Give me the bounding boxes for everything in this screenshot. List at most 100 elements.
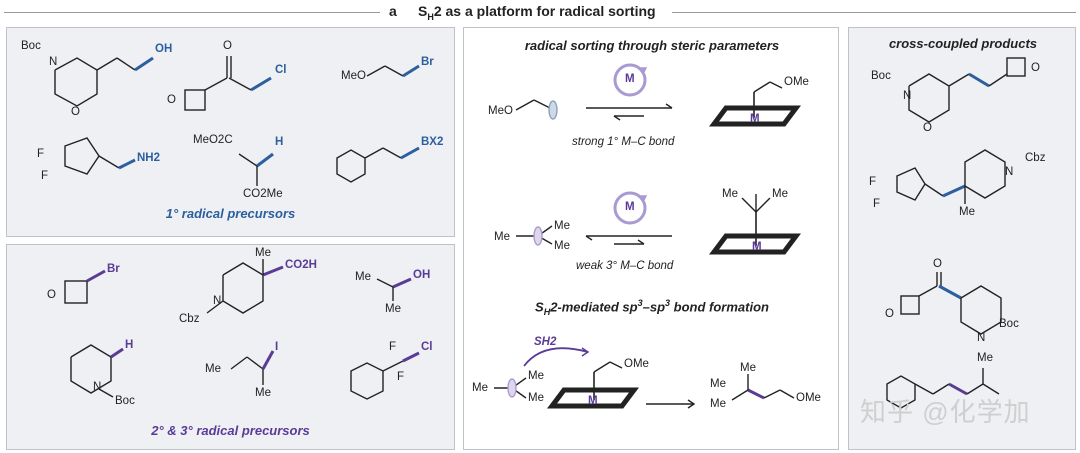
label-o-product-oxetane: O <box>1031 62 1040 74</box>
label-boc-product-1: Boc <box>871 70 891 82</box>
product-difluorocyclopentyl-piperidine <box>896 149 1006 204</box>
label-n-product-3: N <box>977 332 986 344</box>
label-me-butyl-1: Me <box>205 363 221 375</box>
row1-equilibrium-arrows <box>586 103 673 121</box>
primary-precursors-caption: 1° radical precursors <box>165 206 296 221</box>
header-rule-left <box>4 12 380 13</box>
label-meo: MeO <box>341 70 366 82</box>
row2-m-cycle <box>613 191 648 225</box>
label-cbz-product: Cbz <box>1025 152 1046 164</box>
phenethyl-boronate <box>336 146 420 183</box>
primary-precursors-structures <box>54 56 420 186</box>
label-me-tbu-1: Me <box>355 271 371 283</box>
row3-label-me5: Me <box>710 398 726 410</box>
row1-metal-complex <box>709 81 801 127</box>
label-nh2: NH2 <box>137 152 161 164</box>
row1-label-m-complex: M <box>750 113 760 125</box>
bromo-oxetane <box>64 269 106 304</box>
label-me-butyl-2: Me <box>255 387 271 399</box>
label-cl: Cl <box>275 64 287 76</box>
label-co2h: CO2H <box>285 259 317 271</box>
label-cl-2: Cl <box>421 341 433 353</box>
label-o-oxetane: O <box>167 94 176 106</box>
row3-label-me4: Me <box>710 378 726 390</box>
difluorocyclopentyl-methanamine <box>64 137 136 175</box>
cross-coupled-products-panel: cross-coupled products Boc N O O F F N C… <box>848 27 1076 450</box>
row2-label-me3: Me <box>554 240 570 252</box>
primary-precursors-panel: Boc N O OH O O Cl MeO Br F F NH2 MeO2C H… <box>6 27 455 237</box>
sec-butyl-iodide <box>230 350 275 385</box>
watermark: 知乎 @化学加 <box>860 397 1031 427</box>
row2-equilibrium-arrows <box>585 235 672 245</box>
label-boc: Boc <box>21 40 41 52</box>
radical-sorting-scheme <box>494 63 801 409</box>
row3-label-me6: Me <box>740 362 756 374</box>
cross-coupled-structures <box>886 57 1026 409</box>
row3-label-ome: OMe <box>624 358 649 370</box>
row1-methoxyethyl-radical <box>515 99 558 120</box>
secondary-tertiary-precursors-panel: O Br Me CO2H N Cbz Me Me OH H N Boc Me M… <box>6 244 455 450</box>
label-me-tbu-2: Me <box>385 303 401 315</box>
label-n-product-1: N <box>903 90 912 102</box>
label-i: I <box>275 341 279 353</box>
label-co2me: CO2Me <box>243 188 283 200</box>
label-br: Br <box>421 56 434 68</box>
row3-label-sh2: SH2 <box>534 336 557 348</box>
row2-label-me2: Me <box>554 220 570 232</box>
heading-cross-coupled: cross-coupled products <box>888 36 1038 51</box>
row2-metal-complex <box>709 194 801 255</box>
row1-label-meo: MeO <box>488 105 513 117</box>
label-oh-2: OH <box>413 269 431 281</box>
row2-label-me4: Me <box>722 188 738 200</box>
label-f1: F <box>37 148 45 160</box>
cbz-piperidine-acid <box>206 259 284 314</box>
row1-label-ome: OMe <box>784 76 809 88</box>
product-morpholine-oxetane <box>908 57 1026 123</box>
label-oh: OH <box>155 43 173 55</box>
label-o-oxetane-2: O <box>47 289 56 301</box>
label-me-pip: Me <box>255 247 271 259</box>
row3-tbu-radical <box>494 377 527 399</box>
row2-label-m-cycle: M <box>625 201 635 213</box>
row3-label-me2: Me <box>528 370 544 382</box>
tert-butanol <box>376 277 412 301</box>
header-rule-right <box>672 12 1076 13</box>
figure-title: SH2 as a platform for radical sorting <box>418 3 656 22</box>
label-o-morpholine: O <box>71 106 80 118</box>
panel-letter: a <box>389 3 397 19</box>
label-h-2: H <box>125 339 134 351</box>
label-bx2: BX2 <box>421 136 444 148</box>
row3-label-ome2: OMe <box>796 392 821 404</box>
row2-tbu-radical <box>516 225 553 246</box>
boc-piperidine <box>70 344 124 398</box>
label-f-1: F <box>389 341 397 353</box>
heading-sh2-bond-formation: SH2-mediated sp3–sp3 bond formation <box>535 298 769 317</box>
row3-label-m-complex: M <box>588 395 598 407</box>
product-oxetane-ketone-piperidine <box>900 272 1002 335</box>
dimethyl-malonate <box>238 152 274 186</box>
label-boc-product-2: Boc <box>999 318 1019 330</box>
row3-label-me1: Me <box>472 382 488 394</box>
figure-header: a SH2 as a platform for radical sorting <box>0 0 1080 24</box>
row2-bond-label: weak 3° M–C bond <box>576 260 674 272</box>
secondary-tertiary-structures <box>64 259 420 400</box>
row1-label-m-cycle: M <box>625 73 635 85</box>
label-o-ketone-product: O <box>933 258 942 270</box>
row2-label-me1: Me <box>494 231 510 243</box>
label-meo2c: MeO2C <box>193 134 233 146</box>
label-n-pip: N <box>213 295 222 307</box>
row3-product <box>731 374 795 401</box>
label-f-product-2: F <box>873 198 881 210</box>
row3-label-me3: Me <box>528 392 544 404</box>
label-boc-2: Boc <box>115 395 135 407</box>
row2-label-m-complex: M <box>752 241 762 253</box>
label-n-product-2: N <box>1005 166 1014 178</box>
label-o-ketone: O <box>223 40 232 52</box>
label-f2: F <box>41 170 49 182</box>
label-n-boc: N <box>93 381 102 393</box>
chlorodifluoromethylbenzene <box>350 351 420 400</box>
boc-morpholine-ethanol <box>54 56 154 107</box>
label-h: H <box>275 136 284 148</box>
oxetanyl-chloroketone <box>184 56 272 111</box>
label-me-product-2: Me <box>977 352 993 364</box>
